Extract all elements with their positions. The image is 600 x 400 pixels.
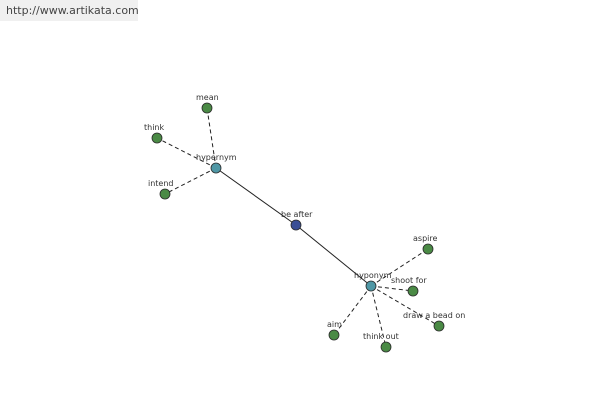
word-node-label: think (144, 123, 165, 132)
word-node[interactable] (159, 188, 171, 200)
edge-center-hyponym (295, 224, 372, 287)
edge-hyponym-word (370, 285, 414, 292)
relation-node-label: hyponym (354, 271, 392, 280)
word-node-label: draw a bead on (403, 311, 465, 320)
word-node[interactable] (328, 329, 340, 341)
edge-hypernym-word (206, 107, 217, 169)
word-node[interactable] (433, 320, 445, 332)
word-node-label: mean (196, 93, 219, 102)
word-node-label: intend (148, 179, 174, 188)
relation-node-label: hypernym (196, 153, 237, 162)
edge-hyponym-word (370, 248, 429, 287)
relation-node-hyponym[interactable] (365, 280, 377, 292)
graph-edges (156, 107, 440, 348)
center-node-label: be after (281, 210, 313, 219)
word-node-label: think out (363, 332, 399, 341)
word-node[interactable] (201, 102, 213, 114)
relation-node-hypernym[interactable] (210, 162, 222, 174)
word-node[interactable] (407, 285, 419, 297)
word-node-label: aim (327, 320, 342, 329)
word-node[interactable] (151, 132, 163, 144)
word-node[interactable] (380, 341, 392, 353)
edge-hyponym-word (370, 285, 387, 348)
edge-hyponym-word (370, 285, 440, 327)
word-node[interactable] (422, 243, 434, 255)
graph-nodes (151, 102, 445, 353)
word-node-label: aspire (413, 234, 437, 243)
center-node[interactable] (290, 219, 302, 231)
site-url-watermark: http://www.artikata.com (0, 0, 139, 21)
edge-hypernym-word (164, 167, 217, 195)
edge-center-hypernym (215, 167, 297, 226)
graph-labels: be after hypernym mean think intend hyponym as… (144, 93, 465, 341)
edge-hyponym-word (333, 285, 372, 336)
word-node-label: shoot for (391, 276, 427, 285)
